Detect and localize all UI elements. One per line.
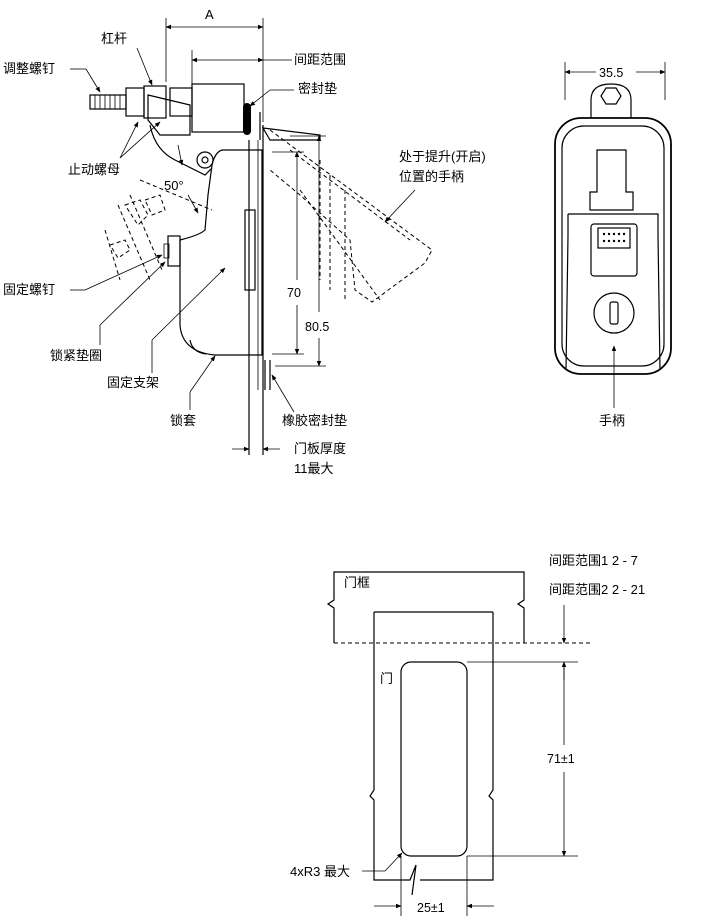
angle-label: 50°: [164, 178, 184, 193]
keypad-dots: [602, 232, 626, 243]
panel-thickness-label-2: 11最大: [294, 461, 334, 476]
range-1-label: 间距范围1 2 - 7: [549, 553, 638, 568]
dim-70-label: 70: [287, 286, 301, 300]
door-label: 门: [380, 671, 393, 686]
width-label: 25±1: [417, 901, 445, 915]
keyhole-icon: [593, 292, 635, 334]
lock-sleeve-label: 锁套: [170, 413, 196, 428]
spacing-range-label: 间距范围: [294, 52, 346, 67]
panel-thickness-label-1: 门板厚度: [294, 441, 346, 456]
handle-label: 手柄: [599, 413, 625, 428]
lever-label: 杠杆: [101, 31, 127, 46]
bracket-label: 固定支架: [107, 375, 159, 390]
side-view: A 间距范围 密封垫 杠杆 调整螺钉 止动螺母 50° 处于提升(开启) 位置的…: [3, 7, 486, 476]
stop-nut-label: 止动螺母: [68, 162, 120, 177]
seal-pad-label: 密封垫: [298, 81, 337, 96]
lock-washer-label: 锁紧垫圈: [50, 348, 102, 363]
fixing-screw-label: 固定螺钉: [3, 282, 55, 297]
cutout-view: 间距范围1 2 - 7 间距范围2 2 - 21 门框 门 71±1 4xR3 …: [290, 553, 645, 916]
range-2-label: 间距范围2 2 - 21: [549, 582, 645, 597]
frame-label: 门框: [344, 575, 370, 590]
rubber-seal-label: 橡胶密封垫: [282, 413, 347, 428]
dim-80-5-label: 80.5: [305, 320, 329, 334]
front-view: 35.5 手柄: [554, 62, 672, 428]
lifted-handle-label-2: 位置的手柄: [399, 169, 464, 184]
radius-label: 4xR3 最大: [290, 864, 350, 879]
dim-a-label: A: [205, 7, 214, 22]
height-label: 71±1: [547, 752, 575, 766]
adjust-screw-label: 调整螺钉: [3, 61, 55, 76]
front-width-label: 35.5: [599, 66, 623, 80]
lifted-handle-label-1: 处于提升(开启): [399, 149, 486, 164]
